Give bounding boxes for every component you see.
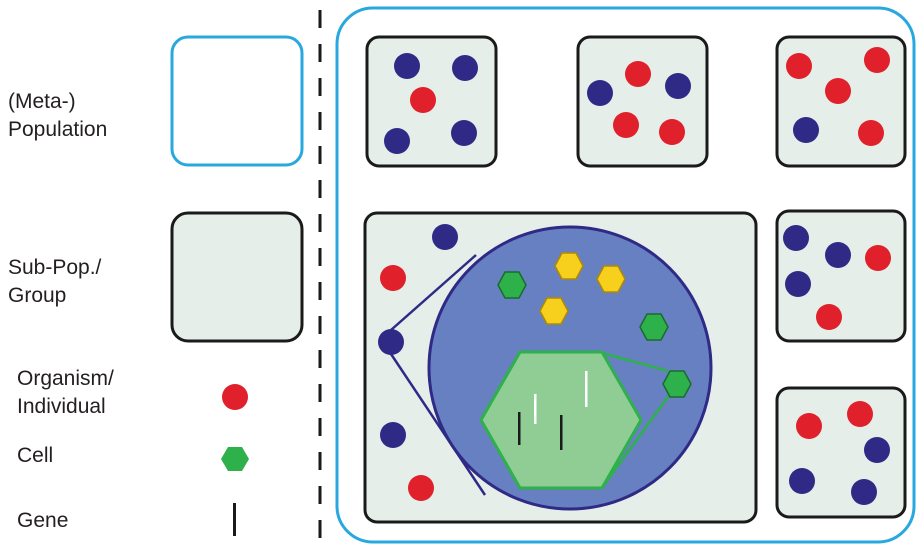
- organism-blue: [384, 128, 410, 154]
- group-top-middle: [576, 35, 709, 168]
- legend-label-gene: Gene: [17, 509, 69, 532]
- organism-blue: [789, 468, 815, 494]
- legend-label-organism: Organism/ Individual: [17, 365, 114, 421]
- zoom-line-cell-bottom: [600, 393, 672, 489]
- zoom-line-organism-top: [390, 254, 477, 331]
- organism-red: [825, 78, 851, 104]
- organism-red: [625, 61, 651, 87]
- organism-blue: [432, 224, 458, 250]
- legend-subpop-swatch: [170, 211, 304, 343]
- legend-label-population-line1: (Meta-): [8, 90, 76, 113]
- organism-blue: [851, 479, 877, 505]
- cell-hexagon: [639, 313, 669, 341]
- group-top-left: [365, 35, 498, 168]
- yellow-hexagon: [539, 297, 569, 325]
- zoom-line-cell-top: [601, 351, 669, 373]
- organism-red: [816, 304, 842, 330]
- organism-blue: [783, 225, 809, 251]
- legend-label-population-line2: Population: [8, 118, 108, 141]
- yellow-hexagon: [554, 252, 584, 280]
- legend-label-subpop-line1: Sub-Pop./: [8, 256, 102, 279]
- gene-bar-black: [518, 412, 521, 445]
- legend-label-subpop-line2: Group: [8, 284, 67, 307]
- gene-bar-white: [585, 371, 588, 407]
- organism-blue-source: [378, 329, 404, 355]
- organism-red: [380, 265, 406, 291]
- group-top-right: [775, 35, 907, 168]
- legend-label-organism-line1: Organism/: [17, 367, 114, 390]
- organism-blue: [587, 80, 613, 106]
- group-large-zoomed: [363, 211, 758, 524]
- organism-red: [613, 112, 639, 138]
- gene-bar-black: [560, 415, 563, 450]
- organism-blue: [380, 422, 406, 448]
- organism-red: [410, 87, 436, 113]
- gene-bar-white: [534, 394, 537, 424]
- organism-blue: [452, 55, 478, 81]
- organism-red: [796, 413, 822, 439]
- cell-hexagon: [497, 271, 527, 299]
- organism-red: [847, 401, 873, 427]
- legend-organism-icon: [222, 384, 248, 410]
- zoom-line-organism-bottom: [389, 353, 487, 496]
- organism-blue: [451, 120, 477, 146]
- organism-red: [865, 245, 891, 271]
- organism-blue: [785, 271, 811, 297]
- organism-blue: [864, 437, 890, 463]
- organism-red: [408, 475, 434, 501]
- group-middle-right: [775, 209, 907, 343]
- yellow-hexagon: [596, 265, 626, 293]
- legend-population-swatch: [170, 35, 304, 167]
- organism-blue: [793, 117, 819, 143]
- legend-cell-icon: [221, 447, 249, 471]
- legend-label-cell: Cell: [17, 444, 54, 467]
- organism-blue: [825, 242, 851, 268]
- organism-red: [786, 53, 812, 79]
- cell-hexagon-source: [662, 370, 692, 398]
- organism-blue: [394, 53, 420, 79]
- organism-red: [858, 120, 884, 146]
- legend-label-organism-line2: Individual: [17, 395, 106, 418]
- legend-label-subpop: Sub-Pop./ Group: [8, 254, 101, 310]
- legend-gene-icon: [233, 503, 236, 536]
- organism-red: [864, 47, 890, 73]
- organism-red: [659, 119, 685, 145]
- legend-label-population: (Meta-) Population: [8, 88, 107, 144]
- organism-blue: [665, 73, 691, 99]
- group-bottom-right: [775, 386, 907, 519]
